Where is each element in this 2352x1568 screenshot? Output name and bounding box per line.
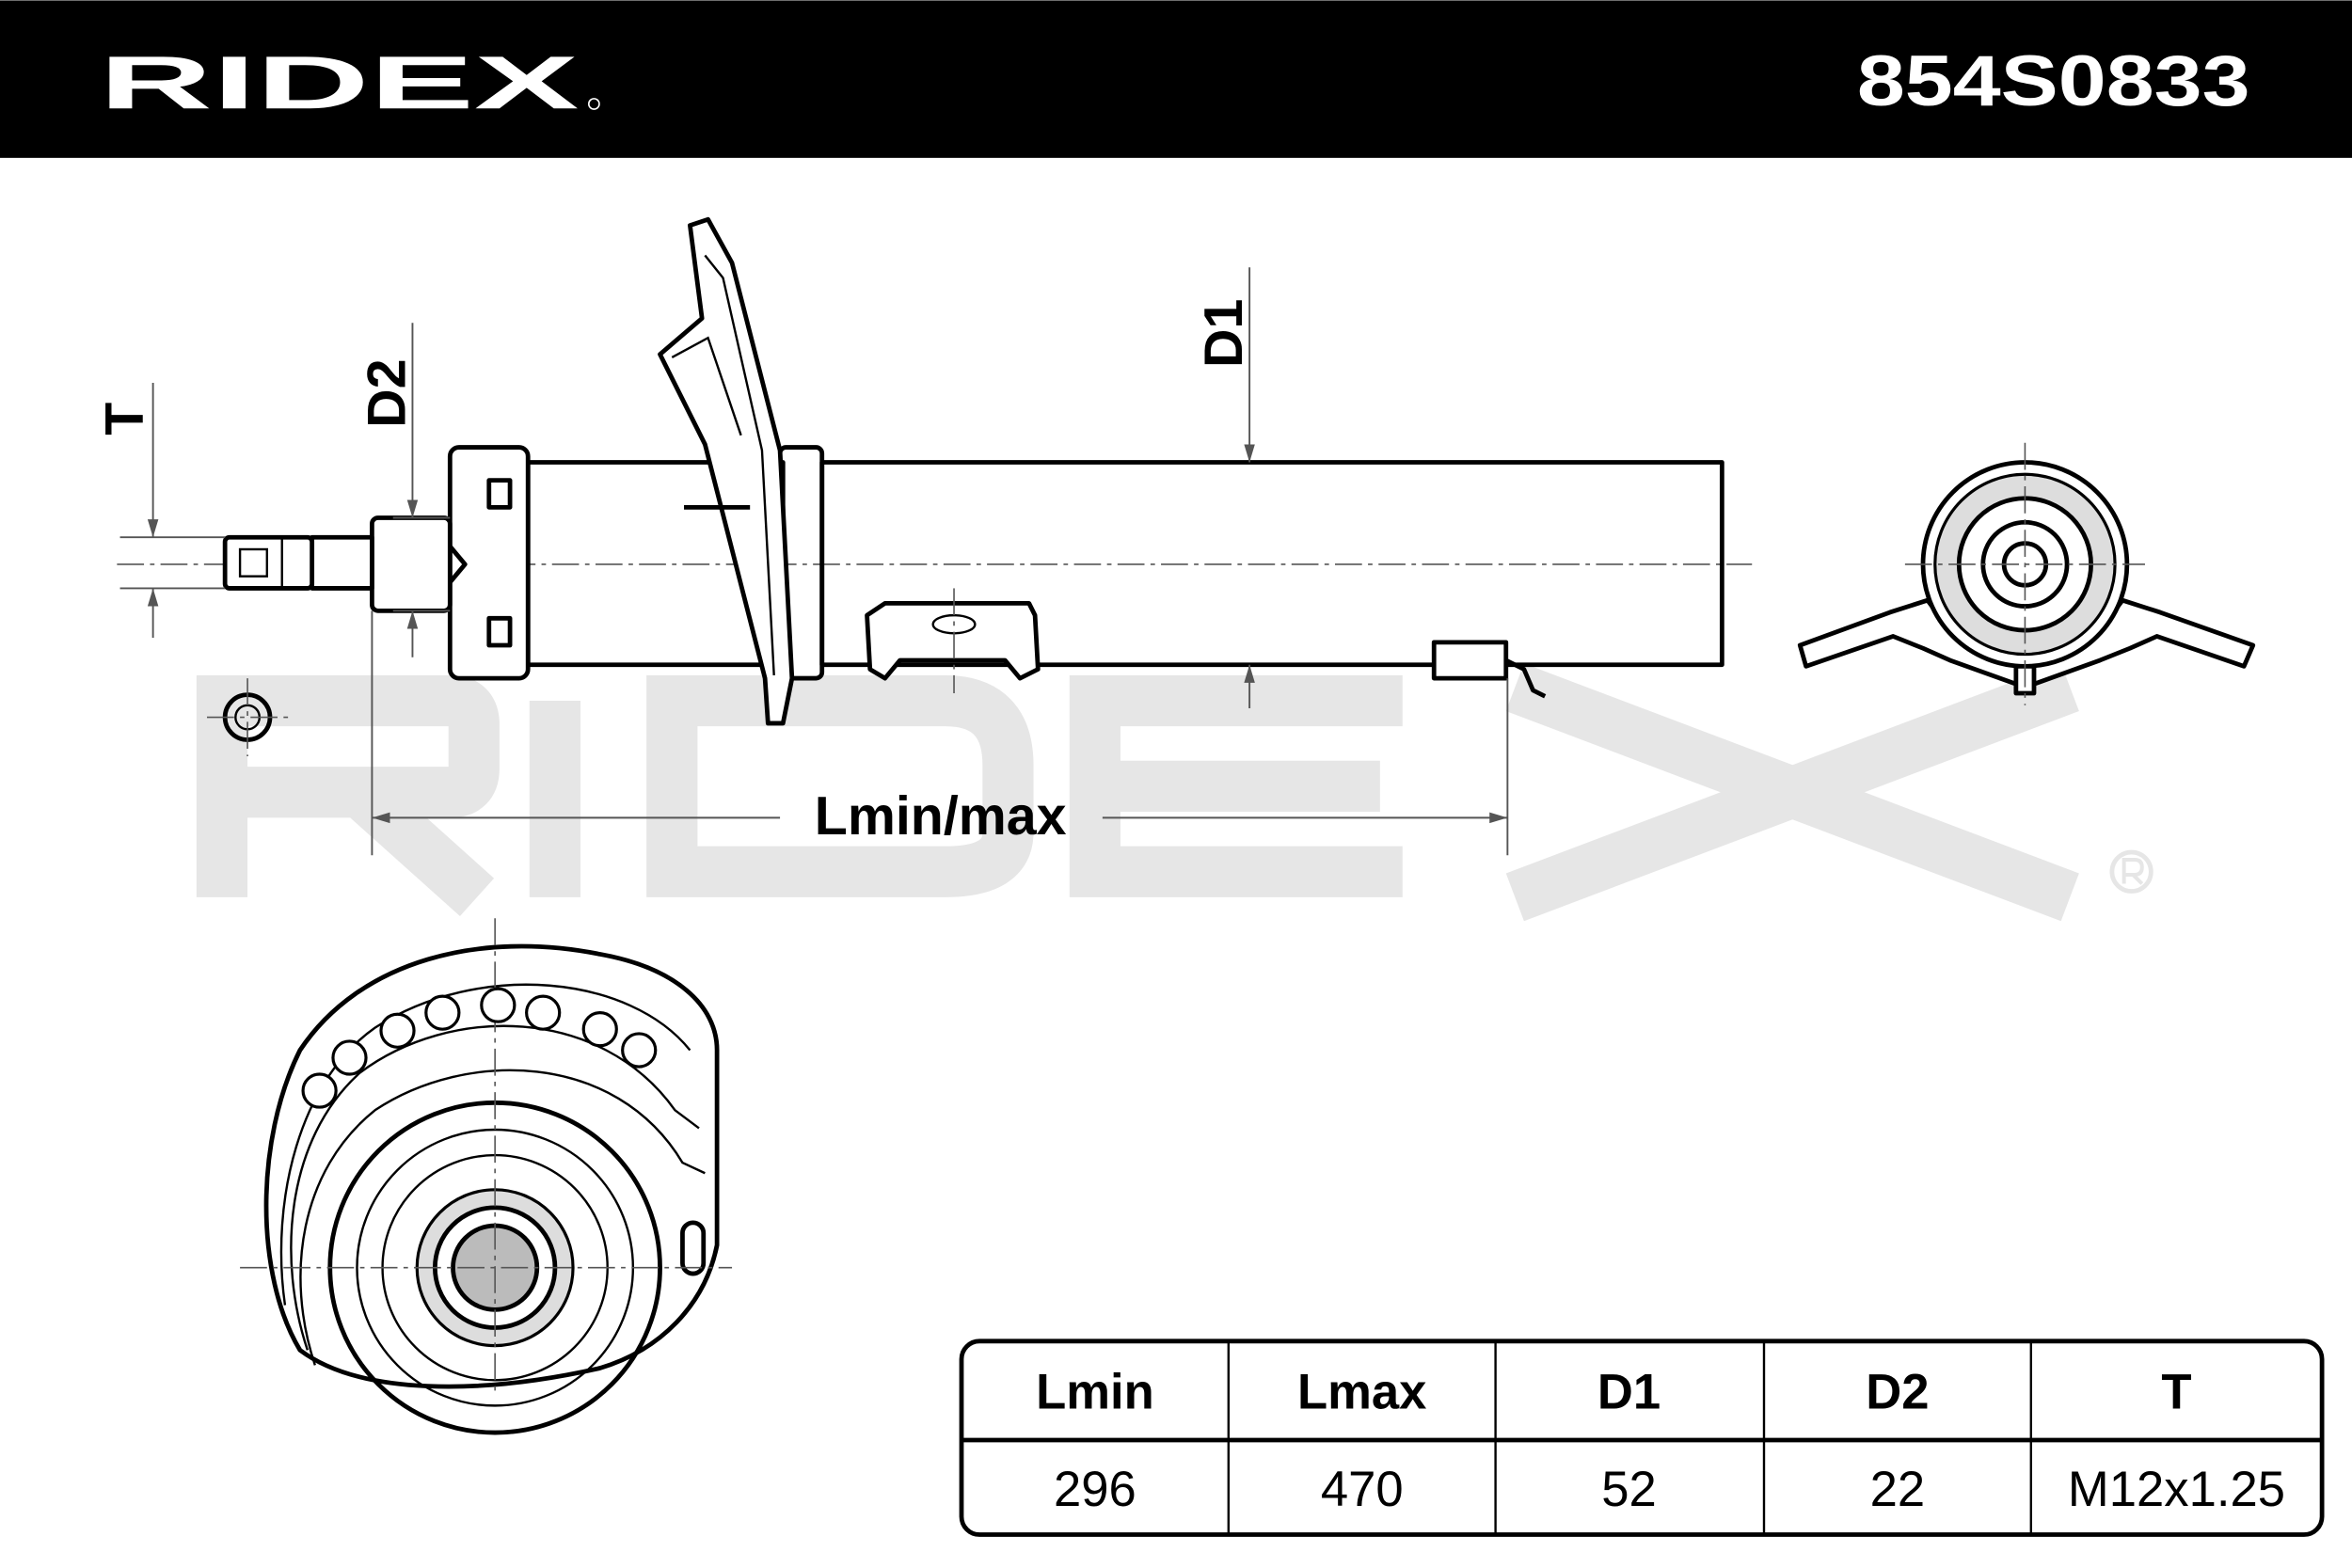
- label-length: Lmin/max: [815, 786, 1067, 847]
- label-t: T: [94, 403, 154, 436]
- watermark-letter-d: [646, 674, 1034, 897]
- spec-table: Lmin Lmax D1 D2 T 296 470 52 22 M12x1.25: [959, 1338, 2325, 1537]
- end-view: [1797, 442, 2256, 705]
- watermark: [196, 663, 2153, 922]
- table-header-d2: D2: [1866, 1365, 1929, 1420]
- part-number: 854S0833: [1857, 41, 2250, 121]
- watermark-letter-e: [1069, 674, 1403, 897]
- table-value-lmax: 470: [1321, 1462, 1404, 1517]
- table-header-lmax: Lmax: [1297, 1365, 1426, 1420]
- header-bar: RIDEX 854S0833: [0, 0, 2352, 158]
- table-header-d1: D1: [1597, 1365, 1661, 1420]
- dimension-t: T: [94, 383, 226, 639]
- table-header-lmin: Lmin: [1036, 1365, 1154, 1420]
- table-value-t: M12x1.25: [2068, 1462, 2285, 1517]
- table-value-d2: 22: [1870, 1462, 1926, 1517]
- mounting-holes: [301, 987, 658, 1109]
- table-value-d1: 52: [1601, 1462, 1657, 1517]
- registered-mark: [588, 98, 600, 110]
- top-view: [240, 918, 733, 1435]
- brand-logo: RIDEX: [99, 40, 579, 124]
- dimension-d2: D2: [357, 323, 451, 657]
- table-value-lmin: 296: [1054, 1462, 1136, 1517]
- dimension-length: Lmin/max: [371, 610, 1509, 856]
- watermark-letter-x: [1505, 663, 2079, 922]
- dimension-d1: D1: [1194, 267, 1255, 708]
- table-header-t: T: [2161, 1365, 2191, 1420]
- side-view: [117, 216, 1753, 757]
- label-d1: D1: [1194, 299, 1254, 368]
- watermark-registered-mark: [2109, 849, 2153, 894]
- label-d2: D2: [357, 358, 417, 427]
- watermark-letter-r: [196, 674, 500, 917]
